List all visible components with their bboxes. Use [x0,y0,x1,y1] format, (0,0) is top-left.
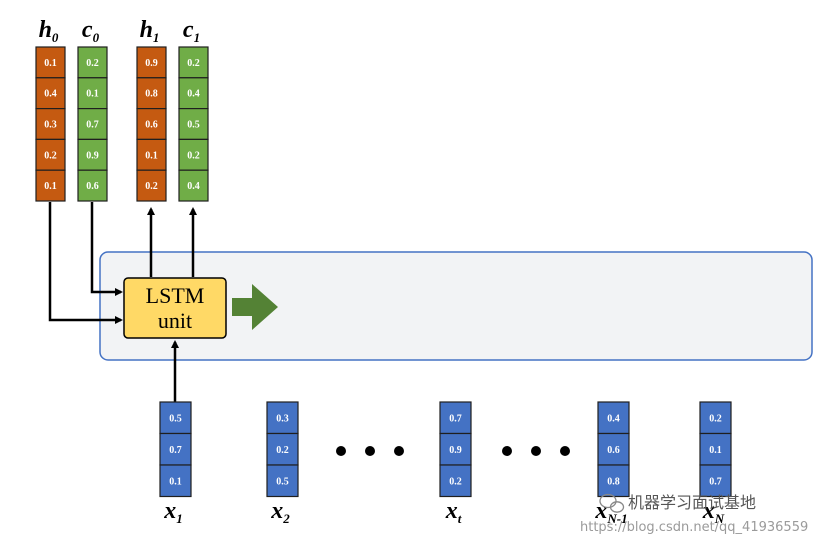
vector-cell-value: 0.2 [449,476,462,487]
vector-cell-value: 0.2 [276,445,289,456]
connections [48,202,197,402]
vector-cell [35,46,66,79]
vector-cell-value: 0.1 [44,58,57,69]
vector-xN: 0.2 0.1 0.7 xN [699,401,732,526]
vector-cell [178,107,209,140]
vector-cell-value: 0.2 [44,150,57,161]
vector-label-xt: xt [445,498,462,526]
vector-x1: 0.5 0.7 0.1 x1 [159,401,192,526]
vector-cell [597,464,630,498]
vector-cell-value: 0.6 [145,120,158,131]
lstm-unit-label-line1: LSTM [146,283,205,308]
vector-cell [136,138,167,171]
vector-cell [699,432,732,466]
vector-cell [178,169,209,202]
vector-xt: 0.7 0.9 0.2 xt [439,401,472,526]
vector-cell-value: 0.1 [86,89,99,100]
vector-label-c1: c1 [183,17,200,45]
vector-cell [35,138,66,171]
vector-cell [159,464,192,498]
vector-label-c0: c0 [82,17,100,45]
input-vectors: 0.50.70.1x10.30.20.5x20.70.90.2xt0.40.60… [159,401,732,526]
vector-cell [35,169,66,202]
vector-cell-value: 0.4 [607,413,620,424]
vector-cell-value: 0.3 [44,120,57,131]
watermark-url: https://blog.csdn.net/qq_41936559 [580,520,808,535]
vector-cell-value: 0.3 [276,413,289,424]
vector-cell-value: 0.9 [86,150,99,161]
vector-cell-value: 0.4 [187,89,200,100]
wechat-icon [599,493,625,513]
vector-label-x2: x2 [270,498,290,526]
vector-cell [597,401,630,435]
sequence-panel [99,251,813,361]
vector-cell [35,77,66,110]
vector-cell-value: 0.7 [449,413,462,424]
vector-cell-value: 0.8 [607,476,620,487]
vector-cell [178,46,209,79]
vector-cell [699,464,732,498]
vector-cell [178,77,209,110]
vector-cell-value: 0.2 [709,413,722,424]
vector-cell-value: 0.8 [145,89,158,100]
state-vectors: 0.1 0.4 0.3 0.2 0.1 h0 0.2 0.1 0.7 0.9 0.6 c0 0.9 0.8… [35,17,209,202]
vector-cell-value: 0.1 [44,181,57,192]
vector-cell [699,401,732,435]
vector-cell [77,138,108,171]
vector-label-x1: x1 [163,498,183,526]
vector-cell-value: 0.6 [86,181,99,192]
lstm-unit-box [123,277,227,339]
vector-cell-value: 0.6 [607,445,620,456]
vector-cell [136,107,167,140]
vector-cell-value: 0.2 [187,150,200,161]
watermark: 机器学习面试基地 https://blog.csdn.net/qq_419365… [580,493,808,535]
vector-cell-value: 0.5 [169,413,182,424]
vector-cell-value: 0.9 [145,58,158,69]
vector-cell [136,46,167,79]
vector-cell-value: 0.9 [449,445,462,456]
vector-cell-value: 0.5 [276,476,289,487]
vector-label-xN1: xN-1 [594,498,627,526]
vector-h1: 0.9 0.8 0.6 0.1 0.2 h1 [136,17,167,202]
vector-cell [439,401,472,435]
vector-label-h0: h0 [39,17,59,45]
vector-cell-value: 0.2 [86,58,99,69]
vector-cell [136,169,167,202]
vector-cell-value: 0.2 [145,181,158,192]
vector-cell [266,464,299,498]
vector-cell-value: 0.7 [169,445,182,456]
vector-cell-value: 0.2 [187,58,200,69]
vector-cell [439,464,472,498]
vector-cell-value: 0.1 [709,445,722,456]
vector-cell-value: 0.5 [187,120,200,131]
vector-cell-value: 0.7 [709,476,722,487]
vector-label-h1: h1 [140,17,160,45]
vector-x2: 0.3 0.2 0.5 x2 [266,401,299,526]
vector-cell-value: 0.7 [86,120,99,131]
h0-to-lstm-arrow [48,202,123,324]
vector-cell [597,432,630,466]
vector-c0: 0.2 0.1 0.7 0.9 0.6 c0 [77,17,108,202]
ellipsis-dots [336,446,570,456]
vector-xN1: 0.4 0.6 0.8 xN-1 [594,401,630,526]
vector-cell [159,432,192,466]
vector-cell [77,169,108,202]
watermark-name: 机器学习面试基地 [628,493,756,512]
vector-cell-value: 0.4 [187,181,200,192]
vector-cell [266,432,299,466]
vector-cell [439,432,472,466]
vector-h0: 0.1 0.4 0.3 0.2 0.1 h0 [35,17,66,202]
vector-cell [77,46,108,79]
c0-to-lstm-arrow [90,202,123,296]
lstm-unit-label-line2: unit [158,308,192,333]
forward-arrow-icon [232,284,278,330]
vector-cell-value: 0.4 [44,89,57,100]
vector-cell-value: 0.1 [145,150,158,161]
vector-cell-value: 0.1 [169,476,182,487]
vector-cell [77,77,108,110]
vector-cell [266,401,299,435]
vector-c1: 0.2 0.4 0.5 0.2 0.4 c1 [178,17,209,202]
vector-label-xN: xN [702,498,725,526]
